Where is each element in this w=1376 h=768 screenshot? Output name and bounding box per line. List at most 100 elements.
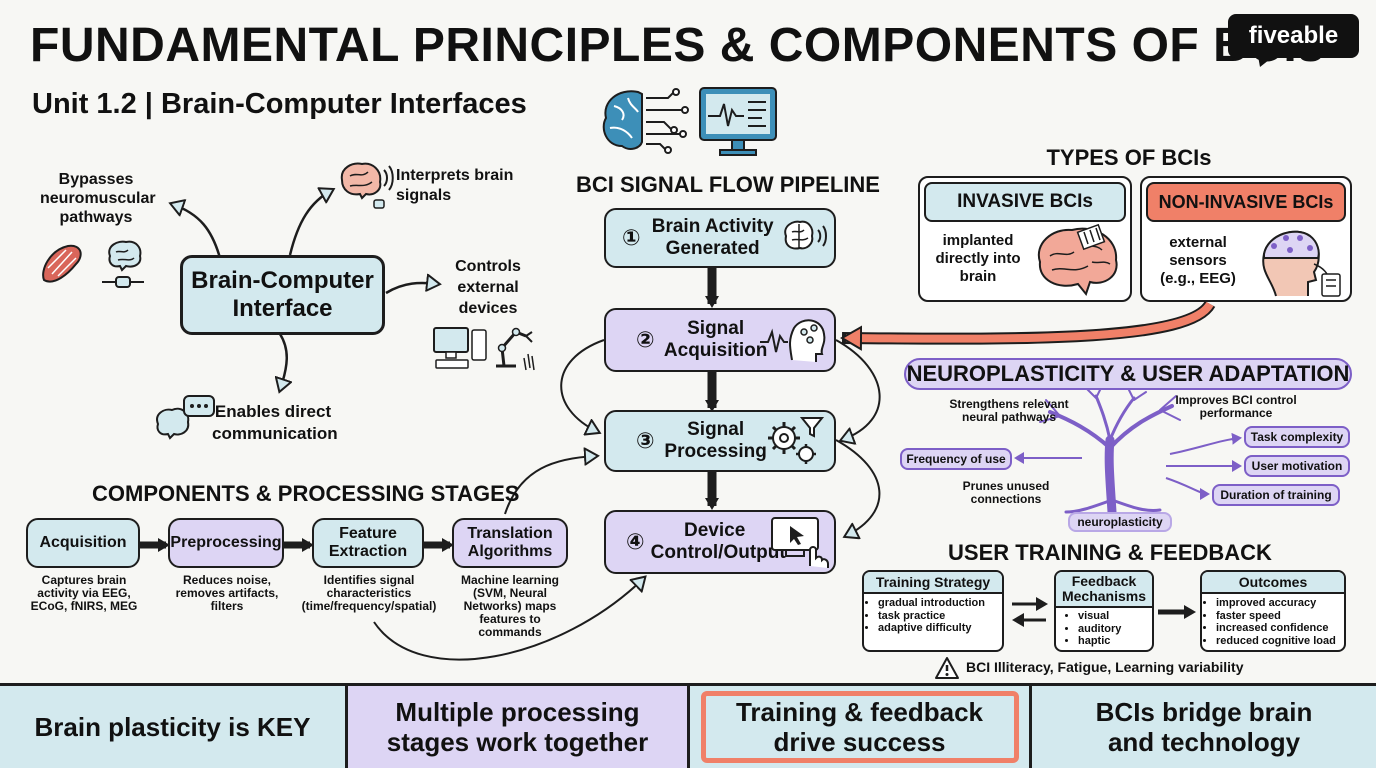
factor-motivation[interactable]: User motivation	[1244, 455, 1350, 477]
improves-text: Improves BCI control performance	[1175, 393, 1297, 420]
electrode-icon	[102, 276, 144, 288]
stage-preprocessing-desc: Reduces noise, removes artifacts, filter…	[175, 573, 279, 613]
neuroplasticity-text: neuroplasticity	[1077, 515, 1163, 529]
head-signal-icon	[760, 319, 826, 362]
types-title: TYPES OF BCIs	[1046, 145, 1212, 170]
footer-text-4: BCIs bridge brain and technology	[1095, 697, 1313, 757]
logo-tail-icon	[1258, 56, 1274, 67]
fiveable-logo[interactable]: fiveable	[1228, 14, 1359, 58]
factor-duration-label: Duration of training	[1220, 488, 1332, 502]
prunes-text: Prunes unused connections	[962, 479, 1050, 506]
strengthens-text: Strengthens relevant neural pathways	[949, 397, 1069, 424]
outcomes-list: improved accuracy faster speed increased…	[1202, 597, 1344, 647]
factor-frequency-label: Frequency of use	[906, 452, 1006, 466]
factor-complexity-label: Task complexity	[1250, 430, 1344, 444]
outcomes-item: reduced cognitive load	[1216, 635, 1344, 648]
noninvasive-header: NON-INVASIVE BCIs	[1146, 182, 1346, 222]
logo-text: fiveable	[1248, 22, 1339, 49]
invasive-header: INVASIVE BCIs	[924, 182, 1126, 222]
outcomes-item: faster speed	[1216, 610, 1344, 623]
step-3-label: Signal Processing	[664, 419, 767, 462]
step-1-label: Brain Activity Generated	[651, 216, 774, 259]
controls-text: Controls external devices	[455, 258, 521, 317]
footer-cell-1: Brain plasticity is KEY	[0, 683, 348, 768]
components-title: COMPONENTS & PROCESSING STAGES	[92, 481, 520, 506]
noninvasive-title: NON-INVASIVE BCIs	[1158, 191, 1334, 212]
stage-acquisition-label: Acquisition	[39, 534, 127, 551]
stage-feature-extraction[interactable]: Feature Extraction	[312, 518, 424, 568]
factor-complexity[interactable]: Task complexity	[1244, 426, 1350, 448]
feedback-card[interactable]: Feedback Mechanisms visual auditory hapt…	[1054, 570, 1154, 652]
footer-highlight-box: Training & feedback drive success	[700, 691, 1019, 763]
feedback-title: Feedback Mechanisms	[1056, 572, 1152, 608]
arrow-to-bypasses	[172, 204, 222, 259]
pipeline-step-1[interactable]: ① Brain Activity Generated	[604, 208, 836, 268]
brain-circuit-icon	[602, 88, 689, 154]
neuro-title: NEUROPLASTICITY & USER ADAPTATION	[906, 361, 1350, 386]
strategy-title: Training Strategy	[864, 572, 1002, 594]
stage-preprocessing[interactable]: Preprocessing	[168, 518, 284, 568]
neuro-title-banner: NEUROPLASTICITY & USER ADAPTATION	[904, 358, 1352, 390]
bci-center-label: Brain-Computer Interface	[191, 267, 374, 322]
invasive-title: INVASIVE BCIs	[957, 191, 1093, 212]
neuron-tree	[1039, 385, 1181, 517]
arrow-to-controls	[385, 283, 438, 295]
strategy-item: gradual introduction	[878, 597, 1002, 610]
bypasses-text: Bypasses neuromuscular pathways	[40, 171, 156, 226]
page-title: FUNDAMENTAL PRINCIPLES & COMPONENTS OF B…	[30, 19, 1325, 72]
step-4-number: ④	[626, 529, 645, 554]
footer-cell-2: Multiple processing stages work together	[348, 683, 690, 768]
strategy-list: gradual introduction task practice adapt…	[864, 597, 1002, 635]
training-strategy-card[interactable]: Training Strategy gradual introduction t…	[862, 570, 1004, 652]
strategy-item: adaptive difficulty	[878, 622, 1002, 635]
step-3-number: ③	[636, 428, 655, 453]
step-2-number: ②	[636, 327, 655, 352]
footer-text-1: Brain plasticity is KEY	[34, 712, 311, 742]
arrow-to-interprets	[288, 190, 332, 256]
warning-text: BCI Illiteracy, Fatigue, Learning variab…	[966, 659, 1244, 675]
step-2-label: Signal Acquisition	[663, 318, 768, 361]
stage-acquisition-desc: Captures brain activity via EEG, ECoG, f…	[30, 573, 138, 613]
outcomes-card[interactable]: Outcomes improved accuracy faster speed …	[1200, 570, 1346, 652]
click-screen-icon	[771, 517, 829, 568]
brain-signal-icon	[340, 162, 394, 209]
stage-translation-desc: Machine learning (SVM, Neural Networks) …	[460, 573, 560, 639]
feedback-item: auditory	[1078, 623, 1152, 636]
neuroplasticity-label: neuroplasticity	[1068, 512, 1172, 532]
pipeline-title: BCI SIGNAL FLOW PIPELINE	[576, 172, 880, 197]
footer-cell-4: BCIs bridge brain and technology	[1032, 683, 1376, 768]
warning-icon	[935, 657, 959, 679]
implanted-brain-icon	[1037, 223, 1118, 297]
outcomes-item: improved accuracy	[1216, 597, 1344, 610]
feedback-item: visual	[1078, 610, 1152, 623]
brain-speech-icon	[156, 395, 215, 440]
factor-frequency[interactable]: Frequency of use	[900, 448, 1012, 470]
footer-text-3: Training & feedback drive success	[735, 697, 984, 757]
factor-duration[interactable]: Duration of training	[1212, 484, 1340, 506]
invasive-desc: implanted directly into brain	[935, 232, 1021, 285]
muscle-icon	[42, 244, 82, 283]
stage-acquisition[interactable]: Acquisition	[26, 518, 140, 568]
noninvasive-desc: external sensors (e.g., EEG)	[1160, 234, 1236, 287]
eeg-cap-icon	[1262, 230, 1341, 297]
interprets-text: Interprets brain signals	[396, 167, 514, 204]
stage-translation[interactable]: Translation Algorithms	[452, 518, 568, 568]
outcomes-title: Outcomes	[1202, 572, 1344, 594]
communication-text: Enables direct communication	[212, 402, 338, 443]
stage-translation-label: Translation Algorithms	[467, 525, 553, 560]
invasive-card[interactable]: INVASIVE BCIs implanted directly into br…	[918, 176, 1132, 302]
factor-motivation-label: User motivation	[1251, 459, 1343, 473]
page-subtitle: Unit 1.2 | Brain-Computer Interfaces	[32, 88, 527, 120]
stage-preprocessing-label: Preprocessing	[170, 534, 282, 551]
strategy-item: task practice	[878, 610, 1002, 623]
bci-center-node[interactable]: Brain-Computer Interface	[180, 255, 385, 335]
monitor-signal-icon	[699, 87, 777, 156]
arrow-to-communication	[280, 333, 287, 390]
pipeline-step-3[interactable]: ③ Signal Processing	[604, 410, 836, 472]
outcomes-item: increased confidence	[1216, 622, 1344, 635]
training-title: USER TRAINING & FEEDBACK	[948, 540, 1272, 565]
gears-filter-icon	[768, 417, 825, 464]
noninvasive-card[interactable]: NON-INVASIVE BCIs external sensors (e.g.…	[1140, 176, 1352, 302]
step-1-number: ①	[622, 225, 641, 250]
